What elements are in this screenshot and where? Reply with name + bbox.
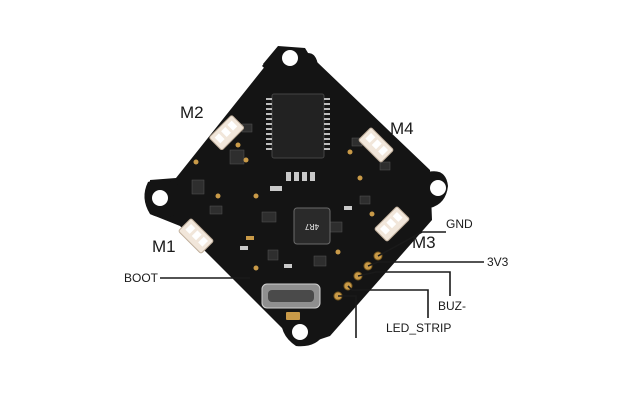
inductor-marking: 4R7 [305, 222, 320, 231]
label-m1: M1 [152, 237, 176, 256]
label-boot: BOOT [124, 271, 159, 285]
motor-connector-m1 [178, 218, 214, 254]
callout-lines [160, 231, 484, 338]
motor-connector-m3 [374, 206, 410, 242]
leader-3v3 [367, 261, 484, 267]
label-m4: M4 [390, 119, 414, 138]
smd-components [191, 123, 391, 267]
mount-hole-right [430, 180, 446, 196]
smd-passives [240, 172, 352, 268]
leader-extra [338, 295, 357, 338]
leader-led [347, 285, 429, 318]
mount-hole-left [152, 190, 168, 206]
mount-hole-top [282, 50, 298, 66]
label-m3: M3 [412, 233, 436, 252]
leader-buz [357, 271, 451, 296]
inductor: 4R7 [293, 207, 331, 245]
solder-pads [193, 142, 375, 320]
motor-connector-m4 [358, 127, 394, 163]
motor-connector-m2 [209, 115, 245, 151]
label-m2: M2 [180, 103, 204, 122]
micro-usb-port [261, 283, 321, 309]
label-3v3: 3V3 [487, 255, 509, 269]
leader-gnd [377, 231, 446, 257]
board-arm-top [262, 51, 318, 82]
label-led-strip: LED_STRIP [386, 321, 451, 335]
mcu-chip [266, 93, 330, 159]
mount-hole-bottom [292, 324, 308, 340]
label-buz: BUZ- [438, 299, 466, 313]
flight-controller-board: 4R7 [144, 46, 448, 347]
label-gnd: GND [446, 217, 473, 231]
